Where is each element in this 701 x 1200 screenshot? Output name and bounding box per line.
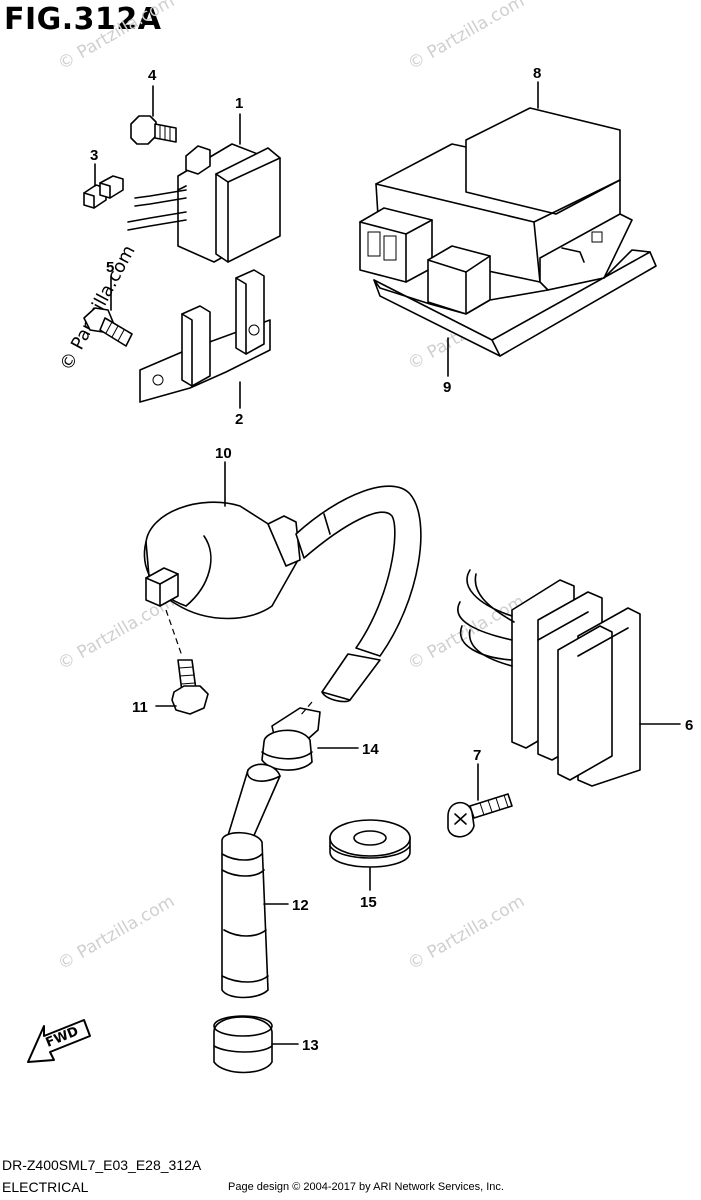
bolt-icon[interactable] [130,115,177,145]
callout-10[interactable]: 10 [215,445,232,462]
callout-14[interactable]: 14 [362,741,379,758]
callout-7[interactable]: 7 [473,747,481,764]
ignition-coil-icon[interactable] [143,485,422,703]
callout-5[interactable]: 5 [106,259,114,276]
page-credit: Page design © 2004-2017 by ARI Network S… [228,1181,504,1193]
callout-3[interactable]: 3 [90,147,98,164]
relay-bracket-icon[interactable] [139,269,271,403]
cushion-pad-icon[interactable] [373,249,657,357]
watermark-text: © Partzilla.com [405,891,529,974]
figure-title: FIG.312A [4,2,162,37]
coil-bolt-guide [165,609,183,657]
bolt-icon[interactable] [83,307,133,347]
callout-4[interactable]: 4 [148,67,157,84]
bolt-icon[interactable] [171,659,209,715]
boot-cap-icon[interactable] [213,1015,273,1074]
callout-2[interactable]: 2 [235,411,243,428]
fwd-direction-arrow: FWD [27,1019,91,1063]
screw-icon[interactable] [447,793,513,838]
callout-11[interactable]: 11 [132,699,148,716]
leader-lines [94,81,681,1045]
callout-1[interactable]: 1 [235,95,243,112]
plug-cap-icon[interactable] [221,763,281,999]
arrow-left-icon [27,1019,91,1063]
watermark-text: © Partzilla.com [55,0,179,74]
callout-9[interactable]: 9 [443,379,451,396]
callout-12[interactable]: 12 [292,897,309,914]
watermark-text: © Partzilla.com [405,591,529,674]
callout-8[interactable]: 8 [533,65,541,82]
regulator-rectifier-icon[interactable] [457,569,641,787]
relay-icon[interactable] [127,143,281,263]
callout-6[interactable]: 6 [685,717,693,734]
section-name: ELECTRICAL [2,1179,89,1195]
callout-13[interactable]: 13 [302,1037,319,1054]
model-code: DR-Z400SML7_E03_E28_312A [2,1157,202,1173]
grommet-icon[interactable] [329,819,411,868]
ecm-unit-icon[interactable] [359,107,633,315]
cable-guide [299,701,313,717]
watermark-text: © Partzilla.com [405,0,529,74]
fuse-icon[interactable] [83,175,124,209]
cable-seal-icon[interactable] [261,707,321,771]
callout-15[interactable]: 15 [360,894,377,911]
callout-numbers: 4 1 3 5 2 8 9 10 11 14 6 7 12 15 13 [90,65,693,1054]
watermark-text: © Partzilla.com [55,891,179,974]
